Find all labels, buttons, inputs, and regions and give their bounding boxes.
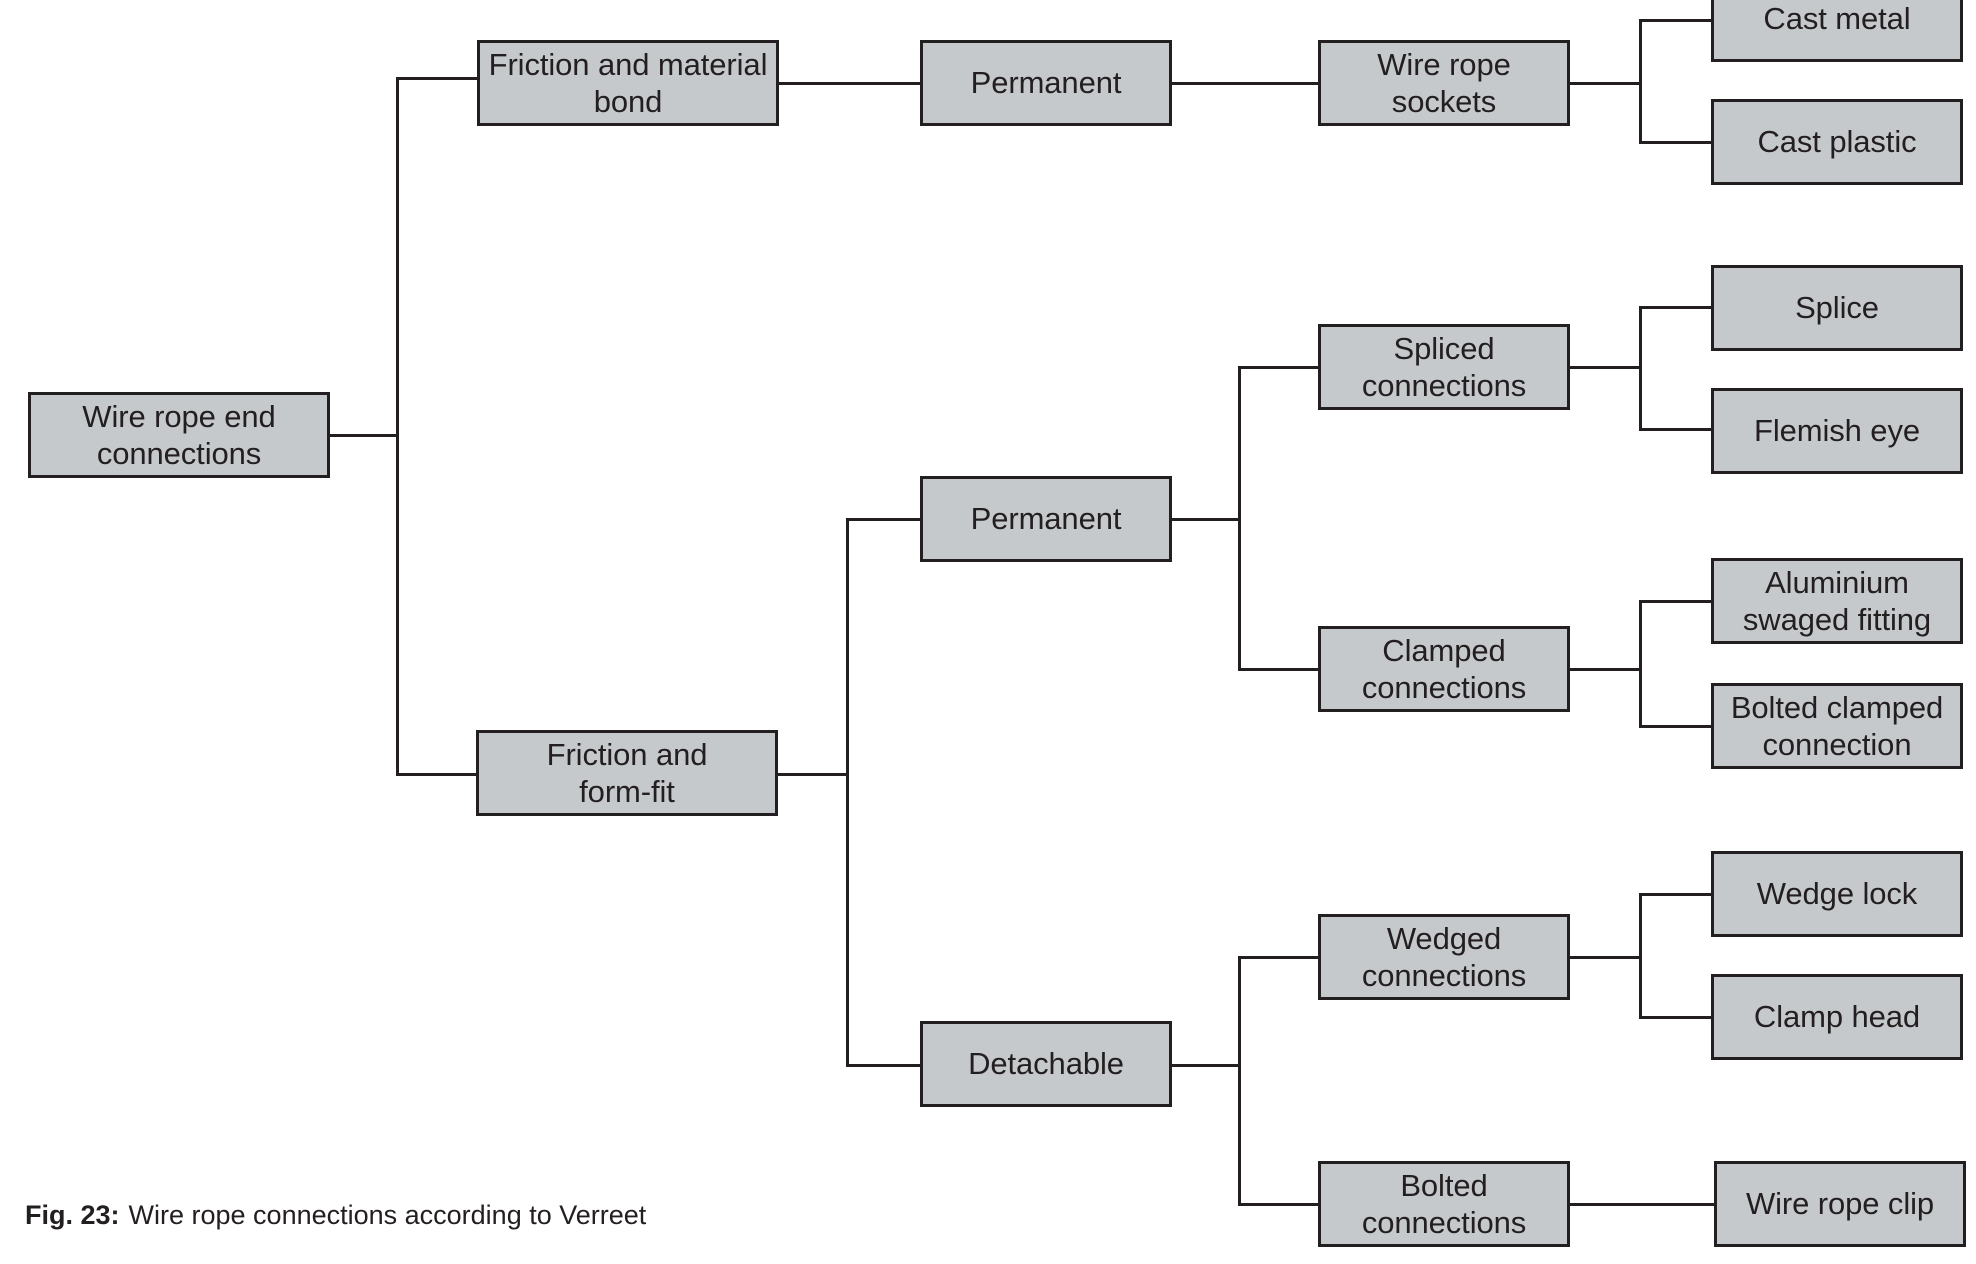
edge-permanent2-stub bbox=[1172, 518, 1241, 521]
edge-sockets-stub bbox=[1569, 82, 1641, 85]
node-splice[interactable]: Splice bbox=[1711, 265, 1963, 351]
edge-permanent2-to-spliced bbox=[1238, 366, 1320, 369]
edge-root-stub bbox=[330, 434, 399, 437]
node-bolted-clamped-connection[interactable]: Bolted clamped connection bbox=[1711, 683, 1963, 769]
edge-clamped-to-aluminium-swaged bbox=[1639, 600, 1712, 603]
node-friction-and-material-bond[interactable]: Friction and material bond bbox=[477, 40, 779, 126]
figure-number: Fig. 23: bbox=[25, 1200, 120, 1230]
edge-formfit-to-permanent2 bbox=[846, 518, 921, 521]
node-clamped-connections[interactable]: Clamped connections bbox=[1318, 626, 1570, 712]
edge-sockets-to-cast-metal bbox=[1639, 19, 1712, 22]
edge-detachable-fork bbox=[1238, 956, 1241, 1206]
edge-friction-formfit-stub bbox=[776, 773, 849, 776]
node-cast-metal[interactable]: Cast metal bbox=[1711, 0, 1963, 62]
edge-permanent2-to-clamped bbox=[1238, 668, 1320, 671]
edge-clamped-fork bbox=[1639, 600, 1642, 728]
edge-wedged-to-clamp-head bbox=[1639, 1016, 1712, 1019]
node-wedged-connections[interactable]: Wedged connections bbox=[1318, 914, 1570, 1000]
edge-formfit-fork bbox=[846, 518, 849, 1067]
node-wire-rope-end-connections[interactable]: Wire rope end connections bbox=[28, 392, 330, 478]
node-flemish-eye[interactable]: Flemish eye bbox=[1711, 388, 1963, 474]
figure-caption: Fig. 23: Wire rope connections according … bbox=[25, 1200, 646, 1231]
edge-spliced-to-flemish-eye bbox=[1639, 428, 1712, 431]
edge-detachable-to-bolted bbox=[1238, 1203, 1320, 1206]
edge-clamped-stub bbox=[1569, 668, 1641, 671]
node-spliced-connections[interactable]: Spliced connections bbox=[1318, 324, 1570, 410]
node-permanent-form-fit[interactable]: Permanent bbox=[920, 476, 1172, 562]
edge-friction-material-to-permanent bbox=[779, 82, 920, 85]
edge-permanent1-to-wire-rope-sockets bbox=[1172, 82, 1319, 85]
node-wire-rope-sockets[interactable]: Wire rope sockets bbox=[1318, 40, 1570, 126]
node-clamp-head[interactable]: Clamp head bbox=[1711, 974, 1963, 1060]
edge-detachable-to-wedged bbox=[1238, 956, 1320, 959]
edge-spliced-stub bbox=[1569, 366, 1641, 369]
edge-clamped-to-bolted-clamped bbox=[1639, 725, 1712, 728]
figure-caption-text: Wire rope connections according to Verre… bbox=[128, 1200, 647, 1230]
node-aluminium-swaged-fitting[interactable]: Aluminium swaged fitting bbox=[1711, 558, 1963, 644]
edge-root-fork bbox=[396, 77, 399, 776]
node-bolted-connections[interactable]: Bolted connections bbox=[1318, 1161, 1570, 1247]
edge-formfit-to-detachable bbox=[846, 1064, 921, 1067]
node-cast-plastic[interactable]: Cast plastic bbox=[1711, 99, 1963, 185]
edge-sockets-to-cast-plastic bbox=[1639, 141, 1712, 144]
edge-wedged-stub bbox=[1569, 956, 1641, 959]
edge-root-to-friction-formfit bbox=[396, 773, 478, 776]
node-wedge-lock[interactable]: Wedge lock bbox=[1711, 851, 1963, 937]
edge-wedged-fork bbox=[1639, 893, 1642, 1019]
edge-sockets-fork bbox=[1639, 19, 1642, 144]
node-detachable[interactable]: Detachable bbox=[920, 1021, 1172, 1107]
node-permanent-material-bond[interactable]: Permanent bbox=[920, 40, 1172, 126]
edge-wedged-to-wedge-lock bbox=[1639, 893, 1712, 896]
edge-bolted-to-wire-rope-clip bbox=[1569, 1203, 1715, 1206]
edge-spliced-to-splice bbox=[1639, 306, 1712, 309]
edge-spliced-fork bbox=[1639, 306, 1642, 431]
edge-detachable-stub bbox=[1172, 1064, 1241, 1067]
node-wire-rope-clip[interactable]: Wire rope clip bbox=[1714, 1161, 1966, 1247]
node-friction-and-form-fit[interactable]: Friction and form-fit bbox=[476, 730, 778, 816]
edge-permanent2-fork bbox=[1238, 366, 1241, 671]
edge-root-to-friction-material bbox=[396, 77, 478, 80]
